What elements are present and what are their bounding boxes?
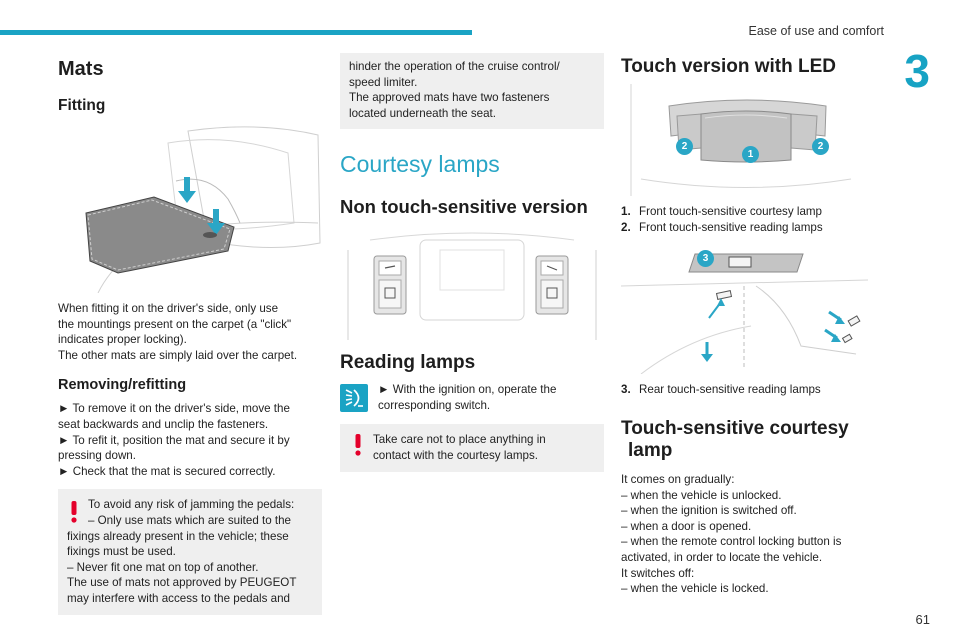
removing-paragraph: ► To remove it on the driver's side, mov… — [58, 402, 290, 478]
mats-heading: Mats — [58, 58, 104, 80]
non-touch-lamp-illustration — [340, 230, 604, 341]
callout-badge-3: 3 — [697, 250, 714, 267]
header-accent-rule — [0, 30, 472, 35]
section-title: Ease of use and comfort — [748, 24, 885, 38]
column-touch-lamps: Touch version with LED 2 1 2 1. Front to… — [621, 56, 868, 597]
column-courtesy-lamps: hinder the operation of the cruise contr… — [340, 53, 604, 472]
warning-icon — [355, 434, 361, 456]
legend-item-1: 1. Front touch-sensitive courtesy lamp — [621, 205, 822, 218]
courtesy-lamp-warning-box: Take care not to place anything in conta… — [340, 424, 604, 472]
callout-badge-2-right: 2 — [812, 138, 829, 155]
callout-badge-1: 1 — [742, 146, 759, 163]
chapter-number: 3 — [904, 45, 930, 97]
page-number: 61 — [915, 612, 930, 627]
reading-lamp-icon — [340, 384, 368, 413]
fitting-paragraph: When fitting it on the driver's side, on… — [58, 302, 298, 362]
fitting-heading: Fitting — [58, 97, 106, 114]
non-touch-heading: Non touch-sensitive version — [340, 196, 588, 218]
rear-touch-lamp-illustration: 3 — [621, 246, 868, 374]
front-lamp-legend: 1. Front touch-sensitive courtesy lamp 2… — [621, 204, 868, 236]
rear-lamp-legend: 3. Rear touch-sensitive reading lamps — [621, 382, 868, 398]
reading-lamps-instruction: ► With the ignition on, operate the corr… — [340, 382, 604, 414]
column-mats: Mats Fitting When fitting it on the driv… — [58, 50, 322, 615]
mat-fitting-illustration — [58, 123, 322, 293]
front-touch-lamp-illustration: 2 1 2 — [621, 84, 868, 196]
touch-courtesy-paragraph: It comes on gradually: – when the vehicl… — [621, 473, 842, 596]
warning-icon — [71, 501, 77, 523]
touch-led-heading: Touch version with LED — [621, 56, 836, 77]
reading-lamps-heading: Reading lamps — [340, 352, 476, 374]
touch-courtesy-heading: Touch-sensitive courtesy lamp — [621, 418, 849, 461]
mats-warning-continued: hinder the operation of the cruise contr… — [340, 53, 604, 130]
legend-item-3: 3. Rear touch-sensitive reading lamps — [621, 383, 821, 396]
courtesy-lamps-heading: Courtesy lamps — [340, 151, 500, 178]
callout-badge-2-left: 2 — [676, 138, 693, 155]
removing-heading: Removing/refitting — [58, 377, 187, 394]
pedal-warning-box: To avoid any risk of jamming the pedals:… — [58, 489, 322, 615]
legend-item-2: 2. Front touch-sensitive reading lamps — [621, 221, 823, 234]
